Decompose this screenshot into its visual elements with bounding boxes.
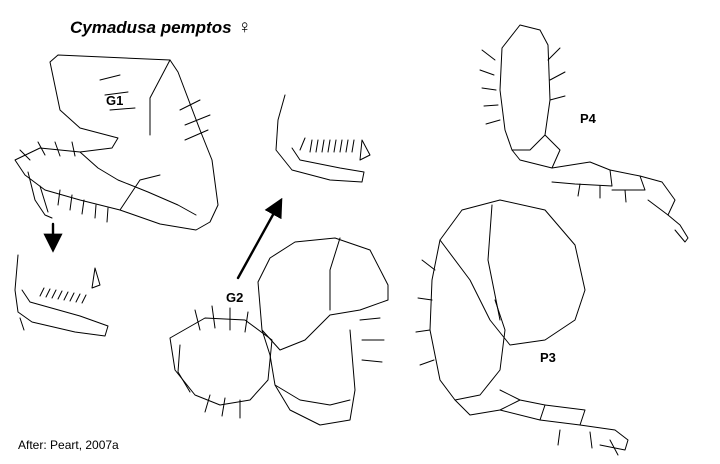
figure-title: Cymadusa pemptos ♀ <box>70 17 252 39</box>
g2-detail-drawing <box>275 94 371 183</box>
figure-credit: After: Peart, 2007a <box>18 438 119 452</box>
label-g1: G1 <box>106 93 124 108</box>
species-name: Cymadusa pemptos <box>70 18 232 37</box>
p4-pereopod-drawing <box>479 24 689 243</box>
g2-gnathopod-drawing <box>169 237 389 426</box>
label-p4: P4 <box>580 111 596 126</box>
g2-detail-arrow <box>236 197 283 280</box>
label-g2: G2 <box>226 290 244 305</box>
p3-pereopod-drawing <box>415 199 629 456</box>
label-p3: P3 <box>540 350 556 365</box>
g1-detail-drawing <box>14 254 109 337</box>
g1-gnathopod-drawing <box>14 54 219 231</box>
female-symbol: ♀ <box>237 17 252 38</box>
